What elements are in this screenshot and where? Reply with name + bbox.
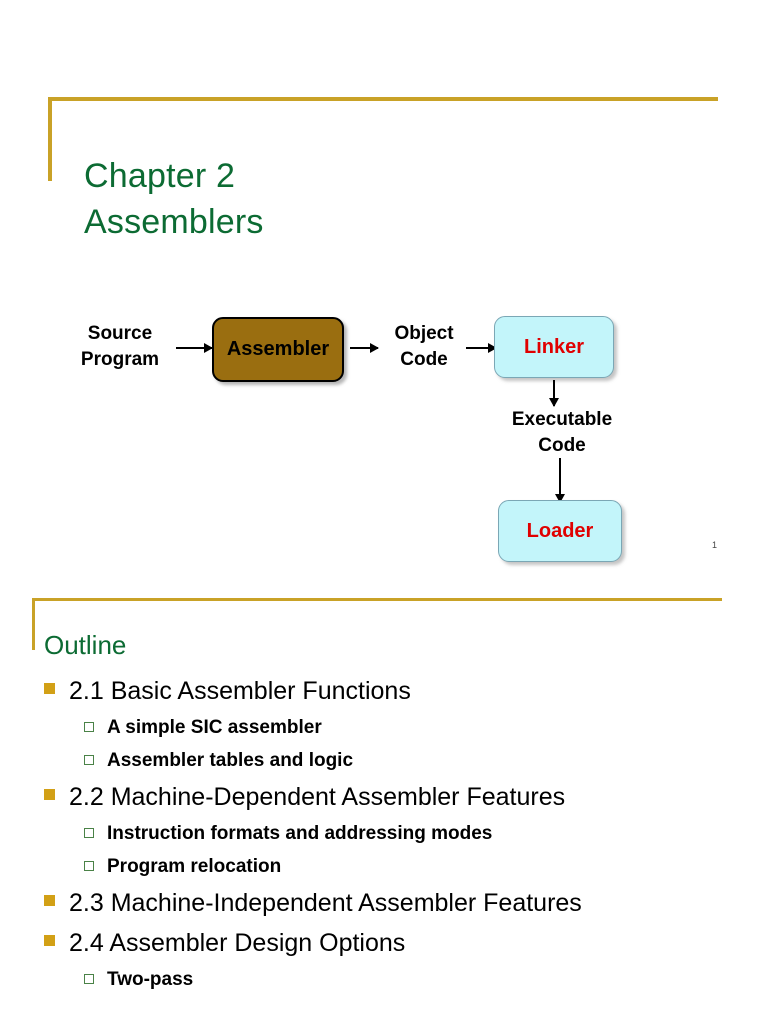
arrow-source-to-assembler: [176, 342, 213, 354]
outline-item-label: 2.3 Machine-Independent Assembler Featur…: [69, 889, 582, 917]
arrow-shaft: [350, 347, 378, 349]
arrow-shaft: [553, 380, 555, 406]
assembly-toolchain-diagram: Source Program Assembler Object Code Lin…: [0, 290, 768, 580]
outline-item-label: 2.1 Basic Assembler Functions: [69, 677, 411, 705]
bullet-square-hollow-icon: [84, 828, 94, 838]
outline-item-label: A simple SIC assembler: [107, 717, 322, 738]
arrow-head: [488, 343, 497, 353]
bullet-square-hollow-icon: [84, 722, 94, 732]
title-slide: Chapter 2 Assemblers Source Program Asse…: [0, 97, 768, 580]
arrow-head: [204, 343, 213, 353]
page-number: 1: [712, 540, 718, 550]
arrow-head: [370, 343, 379, 353]
outline-item[interactable]: Assembler tables and logic: [0, 745, 768, 777]
page-title-line2: Assemblers: [84, 202, 264, 241]
arrow-head: [549, 398, 559, 407]
arrow-head: [555, 494, 565, 503]
outline-item[interactable]: Program relocation: [0, 851, 768, 883]
bullet-square-hollow-icon: [84, 974, 94, 984]
bullet-square-filled-icon: [44, 935, 55, 946]
arrow-shaft: [176, 347, 212, 349]
arrow-shaft: [559, 458, 561, 502]
bullet-square-filled-icon: [44, 895, 55, 906]
outline-item-label: Program relocation: [107, 856, 282, 877]
outline-item[interactable]: 2.4 Assembler Design Options: [0, 924, 768, 962]
bullet-square-filled-icon: [44, 683, 55, 694]
bullet-square-filled-icon: [44, 789, 55, 800]
outline-item-label: 2.4 Assembler Design Options: [69, 929, 406, 957]
diagram-box-linker: Linker: [494, 316, 614, 378]
outline-item[interactable]: 2.3 Machine-Independent Assembler Featur…: [0, 884, 768, 922]
outline-slide: Outline 2.1 Basic Assembler Functions A s…: [0, 590, 768, 1024]
bullet-square-hollow-icon: [84, 755, 94, 765]
diagram-box-assembler: Assembler: [212, 317, 344, 382]
outline-list: 2.1 Basic Assembler Functions A simple SI…: [0, 672, 768, 997]
page-title: Chapter 2 Assemblers: [84, 153, 704, 245]
arrow-linker-to-executable-code: [548, 380, 560, 407]
diagram-label-source-program: Source Program: [80, 323, 160, 370]
arrow-assembler-to-object-code: [350, 342, 379, 354]
outline-heading: Outline: [44, 629, 127, 660]
outline-item[interactable]: 2.1 Basic Assembler Functions: [0, 672, 768, 710]
diagram-label-object-code: Object Code: [394, 323, 454, 370]
outline-item-label: Assembler tables and logic: [107, 750, 354, 771]
arrow-object-code-to-linker: [466, 342, 497, 354]
arrow-executable-code-to-loader: [554, 458, 566, 503]
outline-item-label: 2.2 Machine-Dependent Assembler Features: [69, 783, 566, 811]
diagram-box-loader: Loader: [498, 500, 622, 562]
page-title-line1: Chapter 2: [84, 156, 236, 195]
bullet-square-hollow-icon: [84, 861, 94, 871]
outline-item-label: Instruction formats and addressing modes: [107, 823, 493, 844]
outline-item[interactable]: Instruction formats and addressing modes: [0, 818, 768, 850]
outline-item[interactable]: 2.2 Machine-Dependent Assembler Features: [0, 778, 768, 816]
diagram-label-executable-code: Executable Code: [511, 409, 613, 456]
outline-vertical-rule: [32, 598, 35, 650]
arrow-shaft: [466, 347, 496, 349]
outline-item-label: Two-pass: [107, 969, 194, 990]
outline-horizontal-rule: [32, 598, 722, 601]
outline-item[interactable]: Two-pass: [0, 964, 768, 996]
outline-item[interactable]: A simple SIC assembler: [0, 712, 768, 744]
title-vertical-rule: [48, 97, 52, 181]
title-horizontal-rule: [48, 97, 718, 101]
